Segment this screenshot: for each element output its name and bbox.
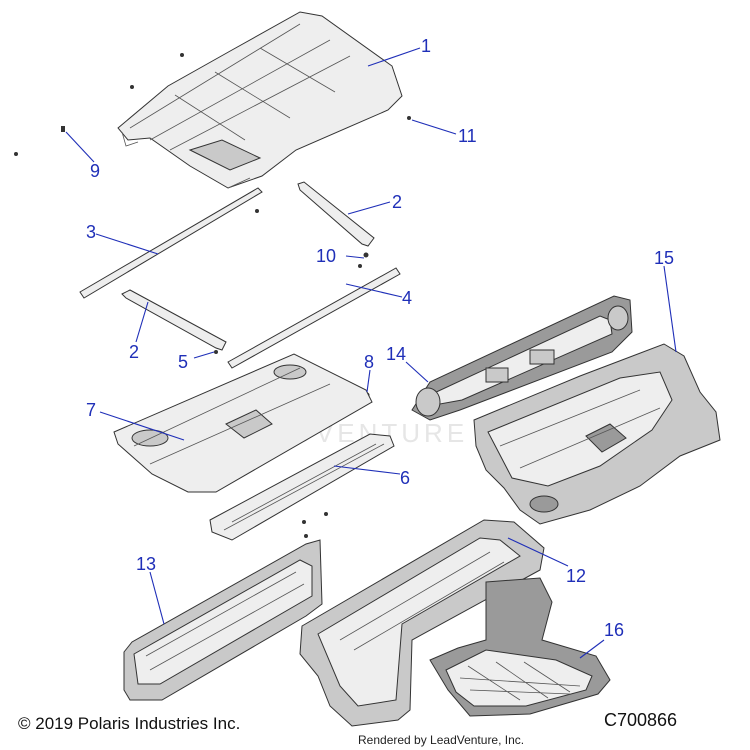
part-dash-frame <box>411 295 633 421</box>
callout-9: 9 <box>90 161 100 181</box>
callout-12: 12 <box>566 566 586 586</box>
part-floor-tub <box>473 343 721 525</box>
roof-screws <box>14 53 411 156</box>
callout-1: 1 <box>421 36 431 56</box>
part-roof <box>117 11 403 189</box>
callout-13: 13 <box>136 554 156 574</box>
part-strip-4 <box>227 267 401 369</box>
callout-4: 4 <box>402 288 412 308</box>
callout-2-upper: 2 <box>392 192 402 212</box>
callout-6: 6 <box>400 468 410 488</box>
callout-5: 5 <box>178 352 188 372</box>
callout-11: 11 <box>458 126 477 146</box>
rendered-by-text: Rendered by LeadVenture, Inc. <box>358 733 525 747</box>
callout-8: 8 <box>364 352 374 372</box>
part-trim-strip-left <box>79 187 263 299</box>
callout-10: 10 <box>316 246 336 266</box>
part-rear-panel <box>123 539 323 701</box>
callout-3: 3 <box>86 222 96 242</box>
part-footwell-mat <box>429 577 611 717</box>
part-trim-bar-upper <box>297 181 375 247</box>
part-headliner-panel <box>113 353 373 493</box>
callout-7: 7 <box>86 400 96 420</box>
part-trim-bar-lower <box>121 289 227 354</box>
copyright-text: © 2019 Polaris Industries Inc. <box>18 714 241 733</box>
callouts: 1 2 3 10 4 2 5 8 14 7 6 15 13 12 16 9 11 <box>86 36 674 640</box>
leader-lines <box>65 47 677 659</box>
diagram-code: C700866 <box>604 710 678 730</box>
callout-15: 15 <box>654 248 674 268</box>
callout-2-lower: 2 <box>129 342 139 362</box>
part-tunnel <box>299 519 545 727</box>
part-screws-10 <box>358 252 369 268</box>
callout-14: 14 <box>386 344 406 364</box>
part-panel-6 <box>209 433 395 541</box>
callout-16: 16 <box>604 620 624 640</box>
